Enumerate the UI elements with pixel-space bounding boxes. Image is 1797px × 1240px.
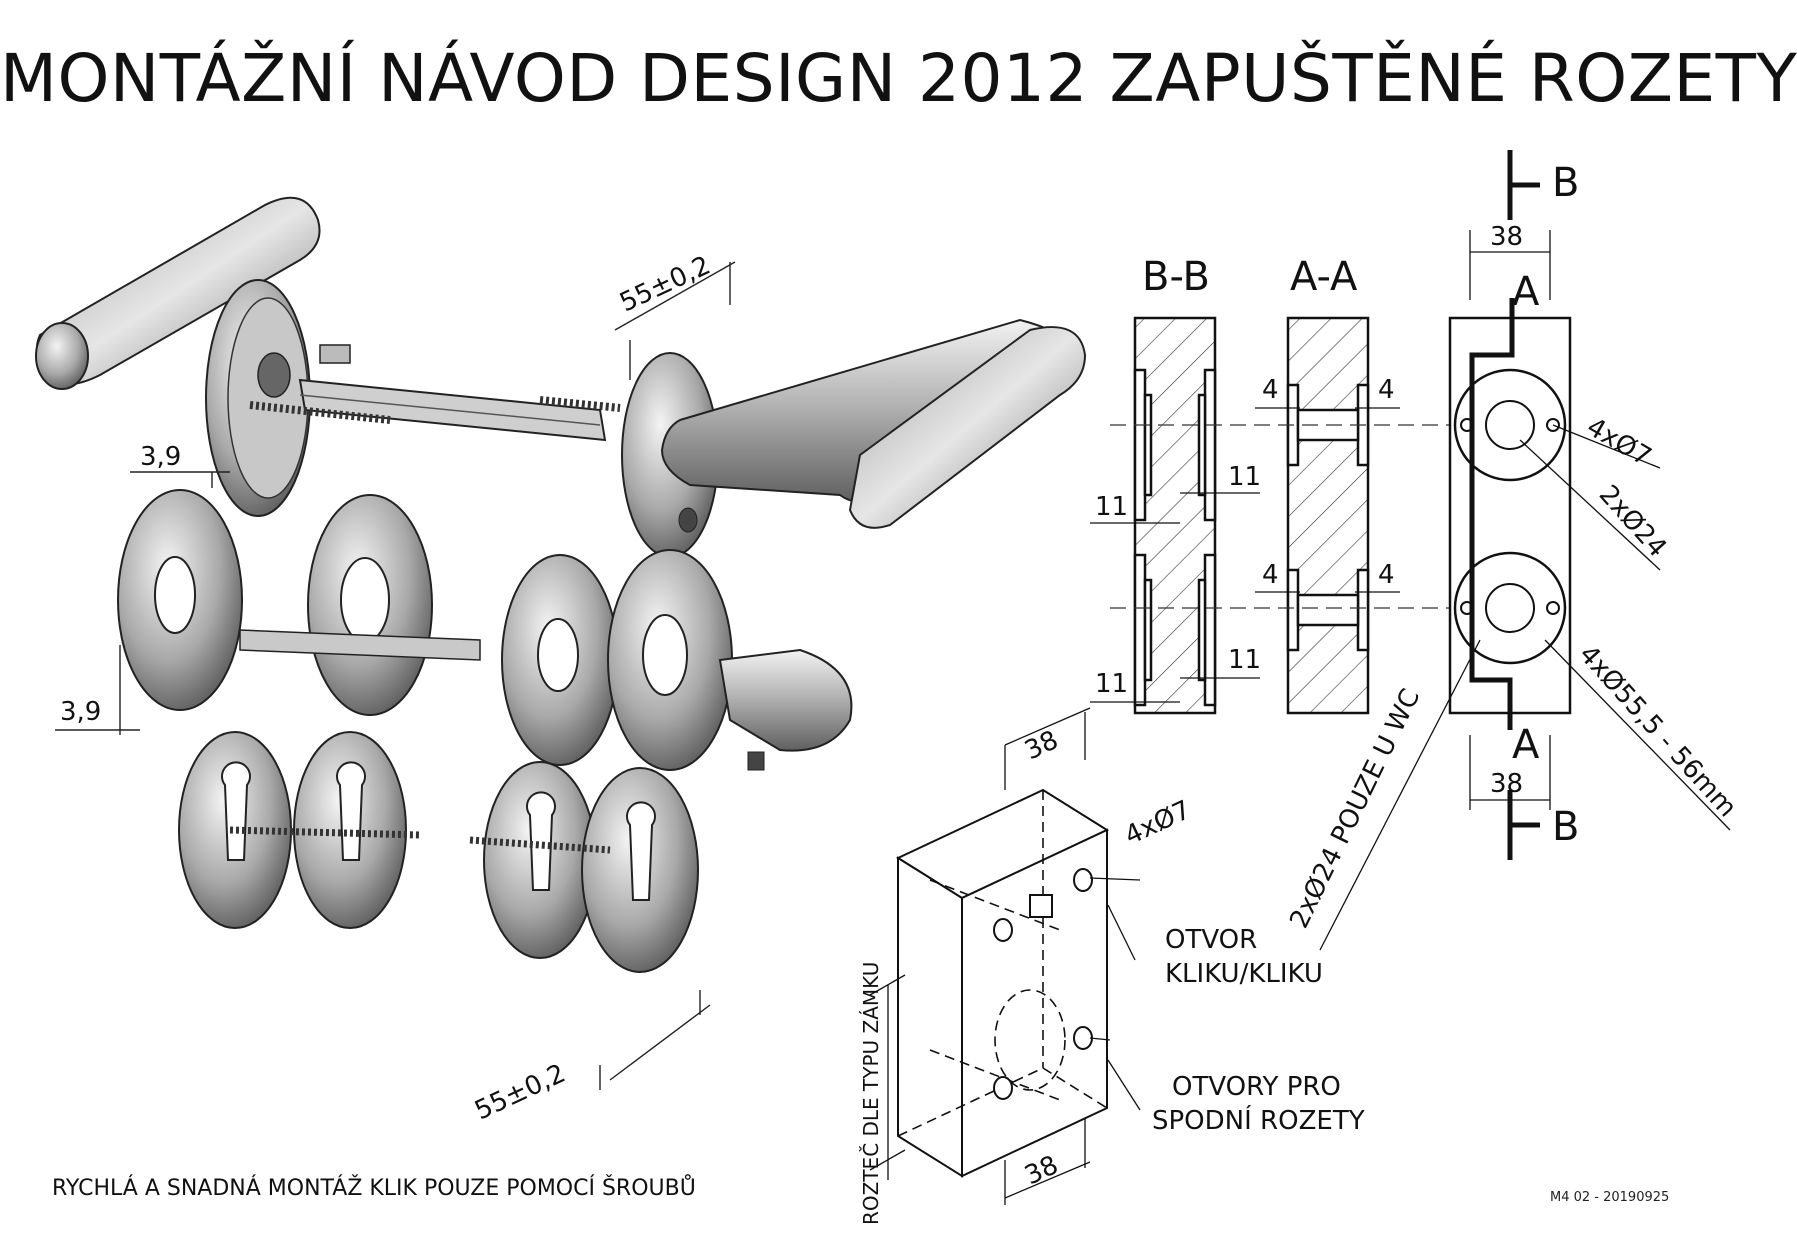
handle-holes-label-1: OTVOR <box>1165 925 1257 955</box>
dim-spacing-top: 55±0,2 <box>615 250 715 318</box>
aa-dim-4-c: 4 <box>1262 560 1279 590</box>
dim-offset-mid: 3,9 <box>60 697 101 727</box>
handle-right <box>660 318 1087 529</box>
callout-wc-holes: 2xØ24 POUZE U WC <box>1284 684 1426 933</box>
section-mark-b-top: B <box>1552 160 1579 206</box>
dimension-lines-exploded <box>55 261 736 1090</box>
section-aa-label: A-A <box>1290 254 1358 300</box>
section-aa: A-A 4 4 4 4 <box>1255 254 1400 715</box>
iso-width-top: 38 <box>1020 725 1063 766</box>
aa-dim-4-b: 4 <box>1378 375 1395 405</box>
footer-note: RYCHLÁ A SNADNÁ MONTÁŽ KLIK POUZE POMOCÍ… <box>52 1176 696 1201</box>
rosette-top-left <box>205 279 311 517</box>
revision-code: M4 02 - 20190925 <box>1550 1190 1670 1205</box>
aa-dim-4-a: 4 <box>1262 375 1279 405</box>
assembly-drawing: 55±0,2 3,9 3,9 55±0,2 B-B 11 11 11 11 <box>35 150 1742 1225</box>
iso-width-bottom: 38 <box>1020 1150 1063 1191</box>
aa-dim-4-d: 4 <box>1378 560 1395 590</box>
door-block-iso: 38 38 4xØ7 OTVOR KLIKU/KLIKU OTVORY PRO … <box>859 707 1365 1225</box>
bb-dim-11-b: 11 <box>1228 462 1261 492</box>
bb-dim-11-a: 11 <box>1095 492 1128 522</box>
section-bb-label: B-B <box>1142 254 1210 300</box>
iso-holes-callout: 4xØ7 <box>1120 795 1195 851</box>
rosette-set-round <box>117 489 853 771</box>
spindle-top <box>249 344 621 442</box>
handle-left <box>35 196 321 390</box>
pitch-note: ROZTEČ DLE TYPU ZÁMKU <box>859 962 883 1225</box>
lower-holes-label-1: OTVORY PRO <box>1172 1072 1341 1102</box>
lower-holes-label-2: SPODNÍ ROZETY <box>1152 1104 1365 1136</box>
handle-holes-label-2: KLIKU/KLIKU <box>1165 959 1323 989</box>
bb-dim-11-c: 11 <box>1095 669 1128 699</box>
section-bb: B-B 11 11 11 11 <box>1090 254 1261 715</box>
front-width-top: 38 <box>1490 222 1523 252</box>
exploded-view: 55±0,2 3,9 3,9 55±0,2 <box>35 196 1087 1126</box>
section-mark-a-top: A <box>1512 269 1540 315</box>
dim-offset-top: 3,9 <box>140 442 181 472</box>
dim-spacing-bottom: 55±0,2 <box>470 1058 570 1126</box>
section-mark-b-bottom: B <box>1552 804 1579 850</box>
section-mark-a-bottom: A <box>1512 722 1540 768</box>
page-title: MONTÁŽNÍ NÁVOD DESIGN 2012 ZAPUŠTĚNÉ ROZ… <box>0 40 1797 117</box>
bb-dim-11-d: 11 <box>1228 645 1261 675</box>
callout-holes-7: 4xØ7 <box>1582 412 1657 472</box>
callout-holes-24: 2xØ24 <box>1593 480 1672 564</box>
rosette-set-cylinder <box>178 731 699 973</box>
callout-rosette-diameter: 4xØ55,5 - 56mm <box>1573 640 1742 824</box>
front-width-bottom: 38 <box>1490 769 1523 799</box>
